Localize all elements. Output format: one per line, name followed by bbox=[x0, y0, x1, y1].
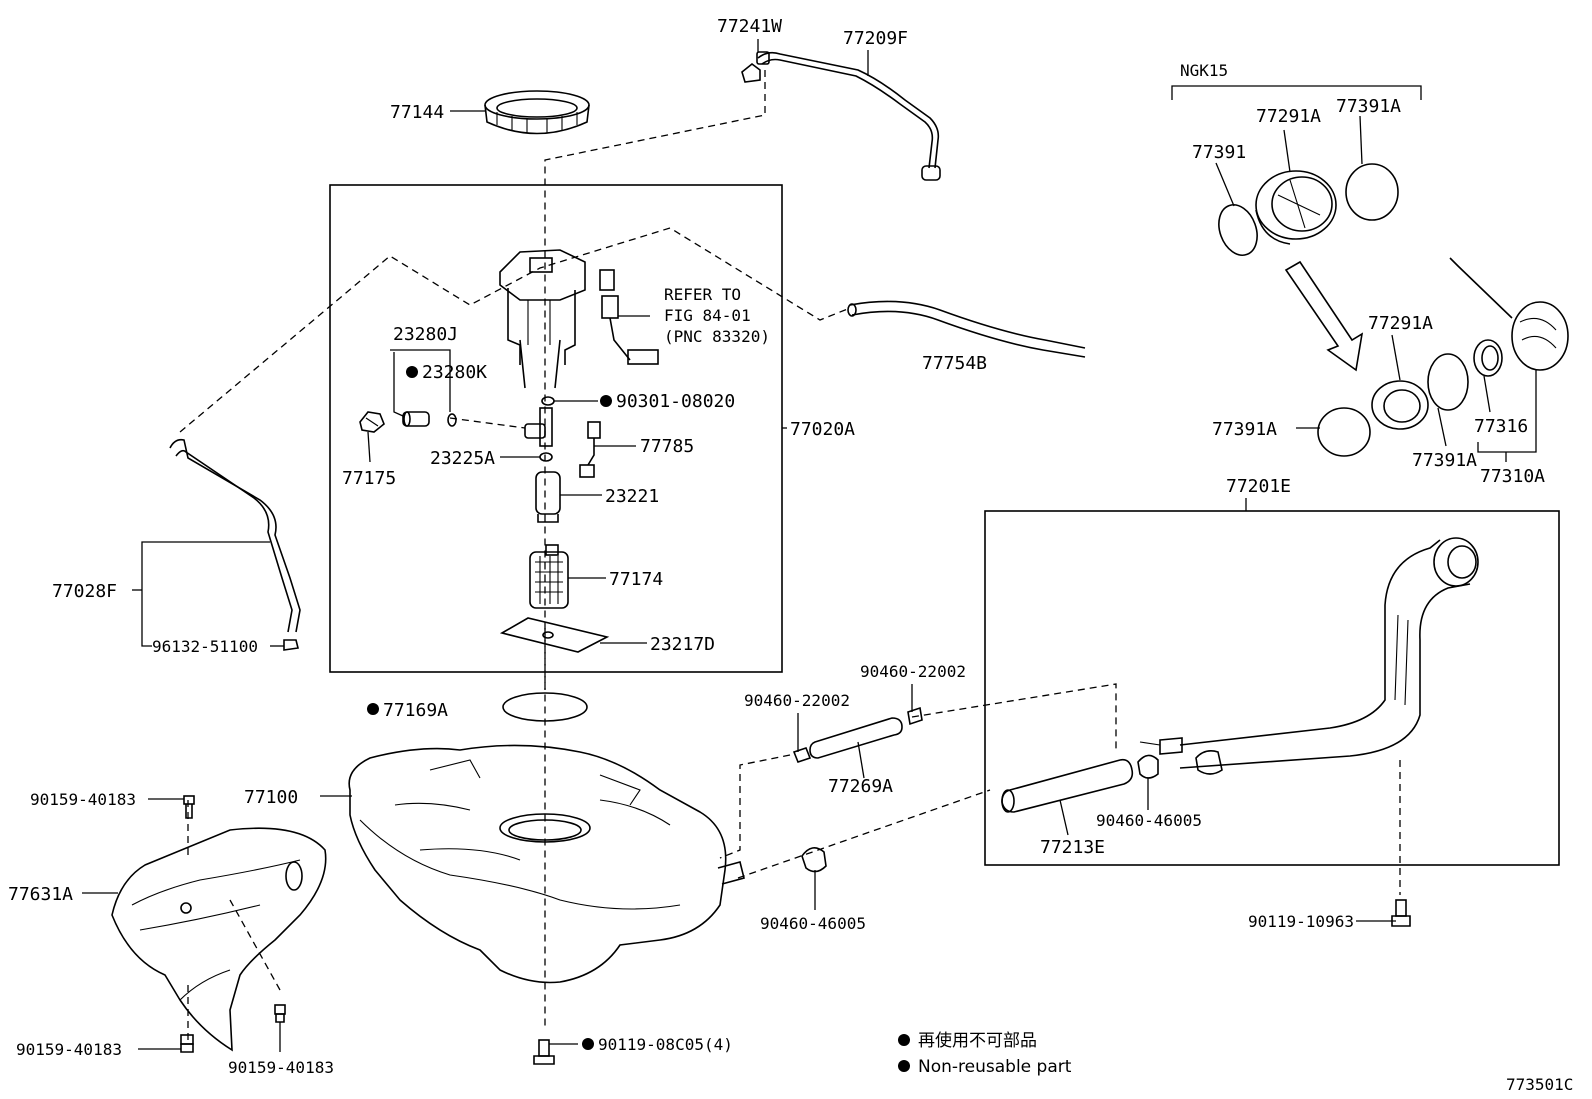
seal-ring-77391A-right bbox=[1427, 353, 1469, 411]
label-90460-46005-b: 90460-46005 bbox=[1096, 811, 1202, 830]
label-77391A-right: 77391A bbox=[1412, 450, 1477, 471]
label-90460-22002-a: 90460-22002 bbox=[744, 691, 850, 710]
label-90460-46005-a: 90460-46005 bbox=[760, 914, 866, 933]
label-90159-40183-c: 90159-40183 bbox=[228, 1058, 334, 1077]
label-77291A-mid: 77291A bbox=[1368, 313, 1433, 334]
assembly-arrow bbox=[1284, 260, 1364, 372]
clamp-90460-22002-b bbox=[907, 706, 923, 726]
o-ring-23225A bbox=[539, 452, 553, 462]
label-77020A: 77020A bbox=[790, 419, 855, 440]
clamp-90460-46005-b bbox=[1137, 754, 1159, 779]
label-77209F: 77209F bbox=[843, 28, 908, 49]
label-77175: 77175 bbox=[342, 468, 396, 489]
non-reusable-dot-90119-08C05 bbox=[582, 1038, 594, 1050]
gasket-77169A bbox=[502, 692, 588, 722]
clamp-90460-46005-a bbox=[801, 847, 827, 873]
refer-note-line1: REFER TO bbox=[664, 285, 741, 304]
label-77269A: 77269A bbox=[828, 776, 893, 797]
label-77631A: 77631A bbox=[8, 884, 73, 905]
legend-text-jp: 再使用不可部品 bbox=[918, 1030, 1037, 1051]
bolt-90159-40183-c bbox=[274, 1004, 286, 1023]
retaining-ring-77144 bbox=[484, 90, 590, 135]
label-90119-10963: 90119-10963 bbox=[1248, 912, 1354, 931]
label-77213E: 77213E bbox=[1040, 837, 1105, 858]
label-96132-51100: 96132-51100 bbox=[152, 637, 258, 656]
pressure-regulator-23280K bbox=[402, 411, 457, 427]
fuel-pump-assembly-box bbox=[329, 184, 783, 673]
legend-dot-en bbox=[898, 1060, 910, 1072]
vent-hose-77754B bbox=[847, 300, 1086, 358]
legend-dot-jp bbox=[898, 1034, 910, 1046]
label-77754B: 77754B bbox=[922, 353, 987, 374]
fuel-sender-gauge bbox=[599, 269, 659, 365]
ngk15-bracket bbox=[1171, 85, 1422, 100]
label-77174: 77174 bbox=[609, 569, 663, 590]
filler-pipe-assembly-box bbox=[984, 510, 1560, 866]
leader-lines bbox=[82, 39, 1537, 1052]
label-77144: 77144 bbox=[390, 102, 444, 123]
bolt-90159-40183-a bbox=[183, 795, 195, 819]
filler-pipe-77201E bbox=[1139, 537, 1479, 775]
fuel-pump-bracket bbox=[499, 249, 586, 389]
fuel-tank-77100 bbox=[348, 744, 745, 984]
filler-hose-77213E bbox=[1001, 758, 1134, 813]
label-77391A-left: 77391A bbox=[1212, 419, 1277, 440]
clamp-90460-22002-a bbox=[792, 747, 812, 763]
legend: 再使用不可部品 Non-reusable part bbox=[898, 1030, 1072, 1077]
label-90460-22002-b: 90460-22002 bbox=[860, 662, 966, 681]
label-77028F: 77028F bbox=[52, 581, 117, 602]
fuel-filter-pad-23217D bbox=[499, 617, 610, 653]
label-77201E: 77201E bbox=[1226, 476, 1291, 497]
label-77169A: 77169A bbox=[383, 700, 448, 721]
label-77100: 77100 bbox=[244, 787, 298, 808]
label-77241W: 77241W bbox=[717, 16, 782, 37]
label-77391A-top: 77391A bbox=[1336, 96, 1401, 117]
heat-protector-77631A bbox=[111, 827, 327, 1052]
label-77310A: 77310A bbox=[1480, 466, 1545, 487]
label-90301-08020: 90301-08020 bbox=[616, 391, 735, 412]
non-reusable-dot-23280K bbox=[406, 366, 418, 378]
label-23217D: 23217D bbox=[650, 634, 715, 655]
legend-text-en: Non-reusable part bbox=[918, 1057, 1072, 1077]
label-90119-08C05: 90119-08C05(4) bbox=[598, 1035, 733, 1054]
clip-77175 bbox=[359, 411, 385, 433]
label-77291A-top: 77291A bbox=[1256, 106, 1321, 127]
pump-fitting bbox=[524, 407, 553, 447]
vapor-tube-77209F bbox=[741, 51, 941, 181]
label-90159-40183-b: 90159-40183 bbox=[16, 1040, 122, 1059]
filler-housing-77291A-mid bbox=[1371, 380, 1429, 430]
label-23280J: 23280J bbox=[393, 324, 458, 345]
bolt-90119-08C05 bbox=[533, 1039, 555, 1065]
label-23221: 23221 bbox=[605, 486, 659, 507]
label-90159-40183-a: 90159-40183 bbox=[30, 790, 136, 809]
seal-ring-77391A-left bbox=[1317, 407, 1371, 457]
breather-hose-77028F bbox=[169, 438, 301, 651]
suction-filter-77174 bbox=[529, 544, 569, 609]
fuel-pump-23221 bbox=[535, 471, 561, 523]
diagram-id: 773501C bbox=[1506, 1075, 1573, 1094]
label-77391: 77391 bbox=[1192, 142, 1246, 163]
fuel-cap-77310A bbox=[1449, 257, 1569, 371]
seal-ring-77391A-top bbox=[1345, 163, 1399, 221]
pump-wire-harness-77785 bbox=[579, 421, 601, 478]
non-reusable-dot-90301-08020 bbox=[600, 395, 612, 407]
gasket-77316 bbox=[1473, 339, 1503, 377]
dashed-guide-lines bbox=[179, 70, 1401, 1040]
label-77785: 77785 bbox=[640, 436, 694, 457]
seal-ring-77391 bbox=[1218, 204, 1258, 256]
refer-note-line2: FIG 84-01 bbox=[664, 306, 751, 325]
refer-note-line3: (PNC 83320) bbox=[664, 327, 770, 346]
label-23225A: 23225A bbox=[430, 448, 495, 469]
non-reusable-dot-77169A bbox=[367, 703, 379, 715]
part-labels: 77241W 77209F 77144 23280J 23280K 90301-… bbox=[8, 16, 1545, 1077]
filler-housing-77291A-top bbox=[1255, 170, 1337, 245]
label-77316: 77316 bbox=[1474, 416, 1528, 437]
label-23280K: 23280K bbox=[422, 362, 487, 383]
label-ngk15: NGK15 bbox=[1180, 61, 1228, 80]
hose-77269A bbox=[809, 717, 903, 759]
bolt-90119-10963 bbox=[1391, 899, 1411, 927]
bolt-90159-40183-b bbox=[180, 1034, 194, 1053]
o-ring-90301-08020 bbox=[541, 396, 555, 406]
